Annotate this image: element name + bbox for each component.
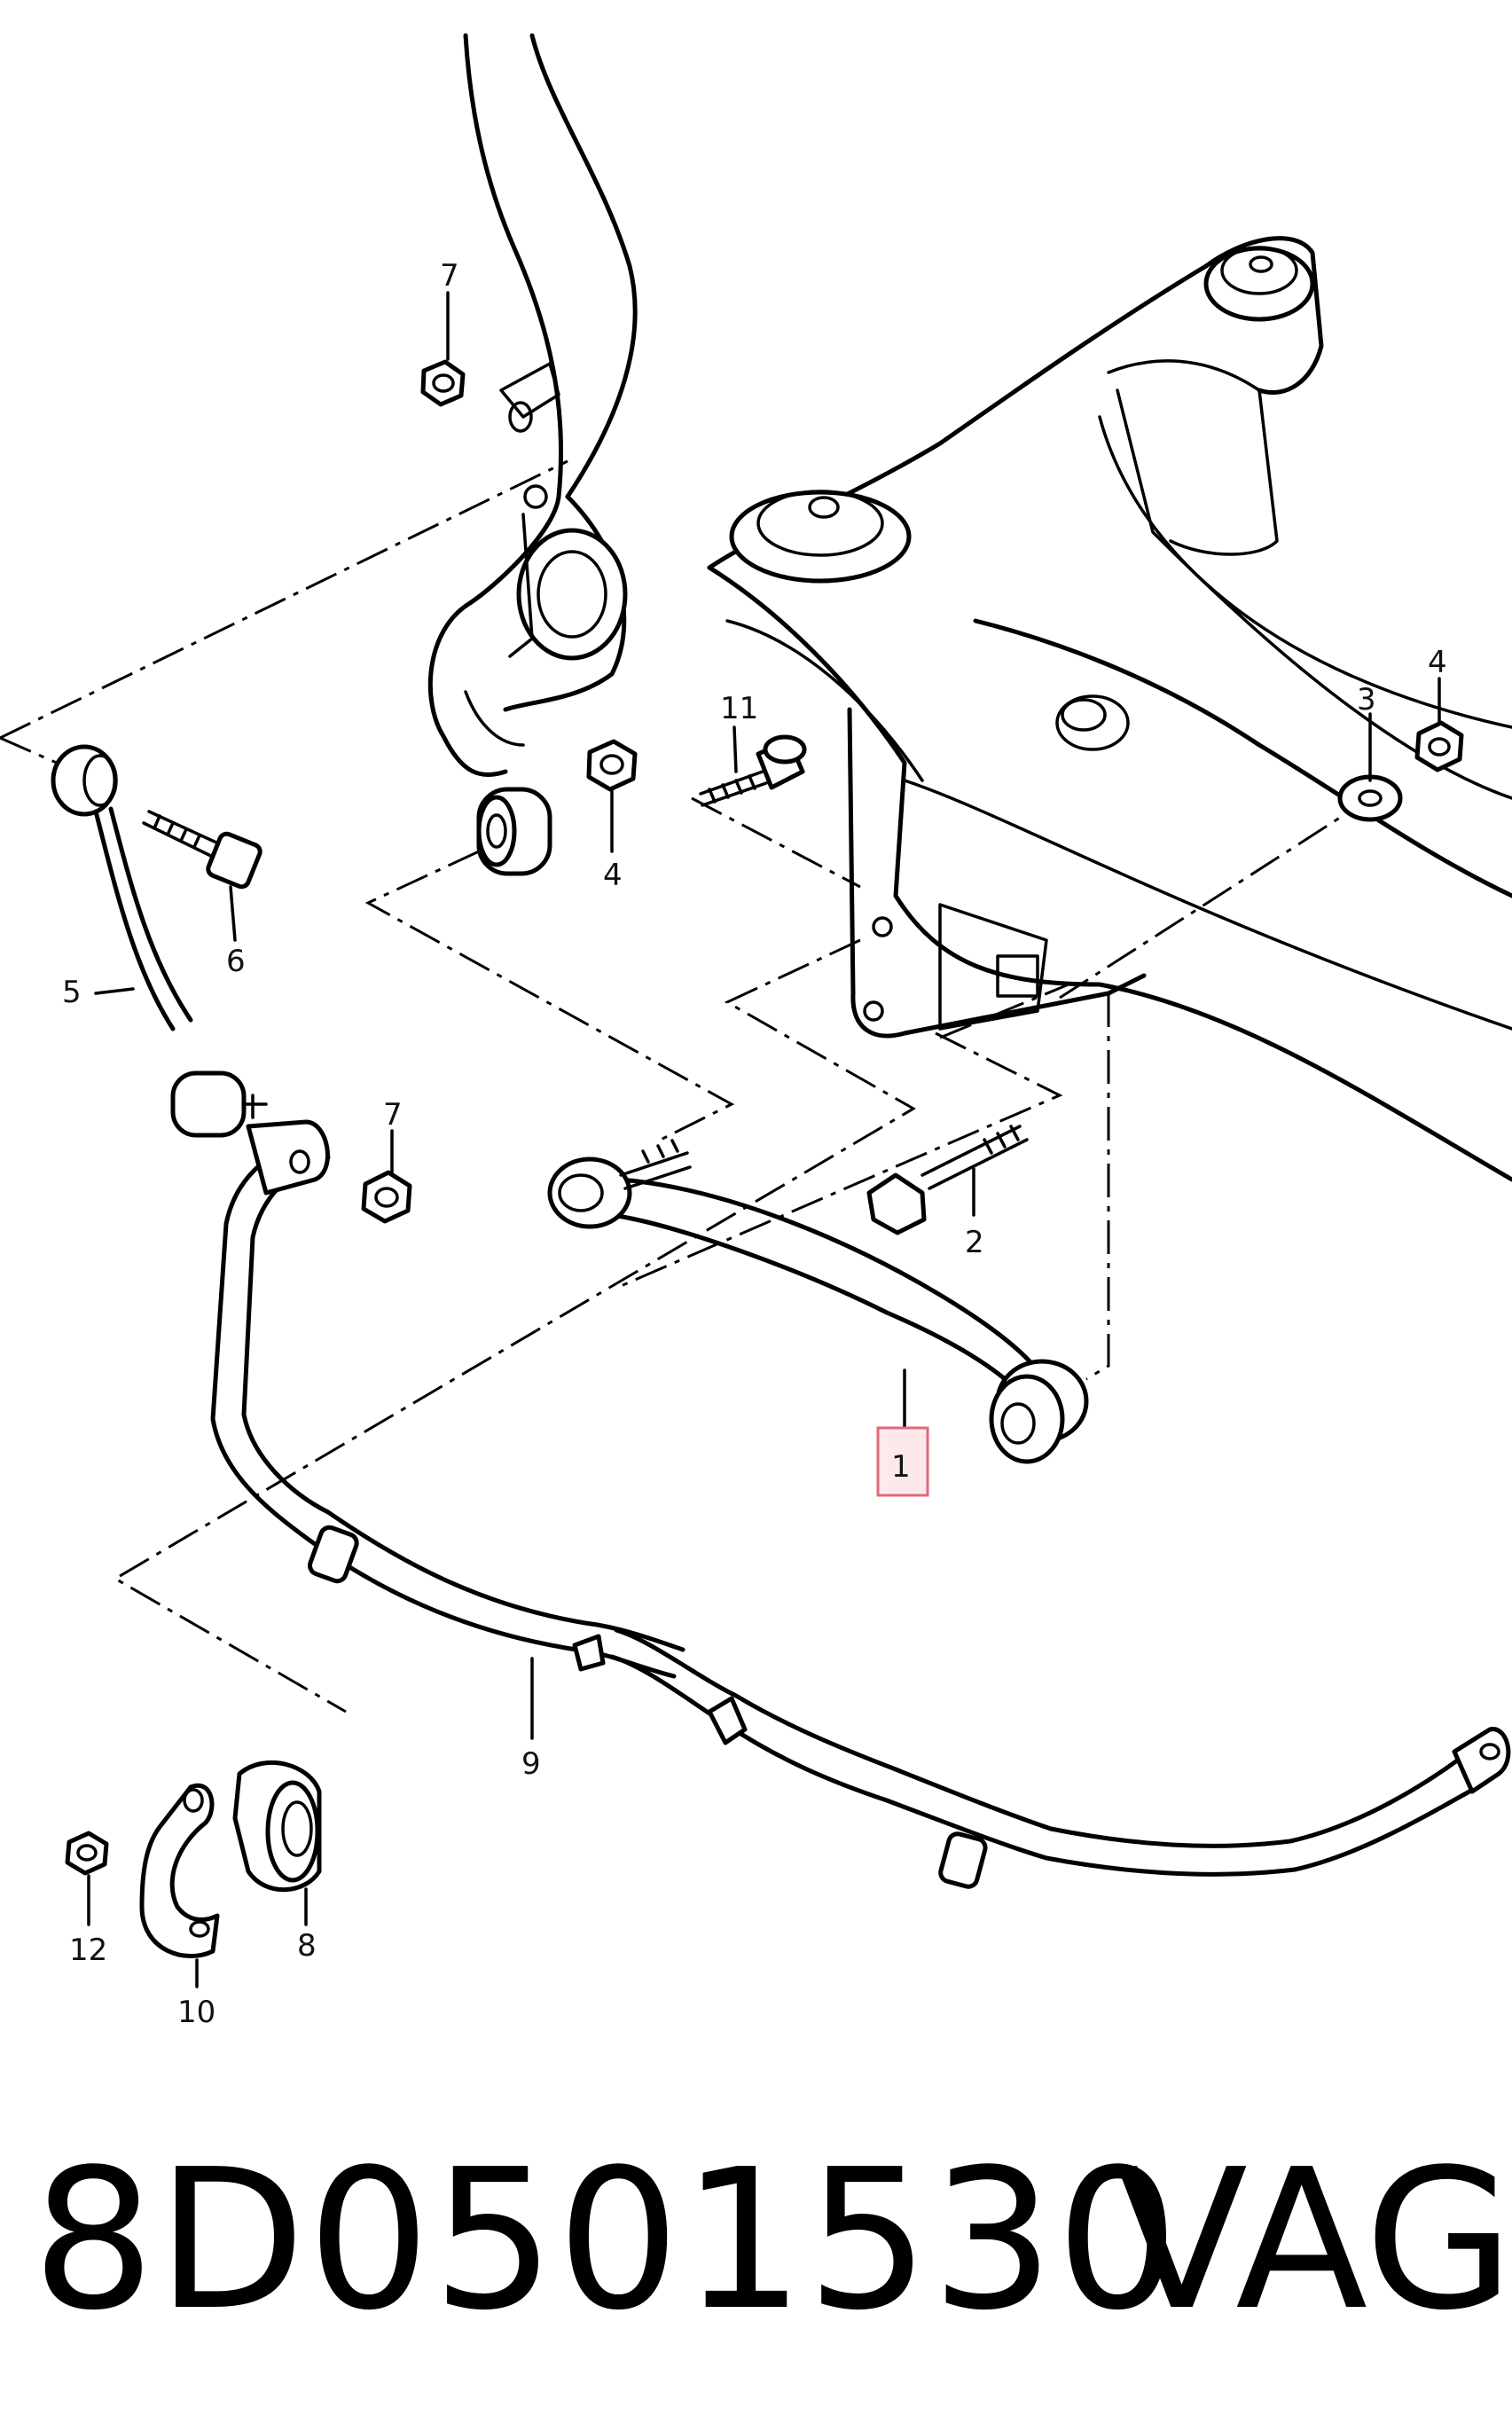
callout-3: 3 [1357, 682, 1376, 717]
bolt-11 [699, 734, 807, 807]
callout-4-left: 4 [603, 858, 623, 893]
part-number: 8D0501530 [32, 2129, 1181, 2353]
callout-9: 9 [521, 1746, 541, 1782]
callout-4-right: 4 [1428, 645, 1447, 680]
callout-7-lower: 7 [383, 1097, 403, 1133]
bolt-2 [866, 1125, 1029, 1235]
nut-7-top [420, 359, 466, 407]
axle-subframe [707, 236, 1512, 1182]
callout-7-top: 7 [440, 258, 459, 294]
rubber-bushing-8 [232, 1760, 322, 1893]
nut-7-lower [361, 1170, 412, 1224]
brand-label: VAG [1116, 2129, 1512, 2353]
callout-12: 12 [69, 1933, 107, 1968]
control-arm-1 [547, 1139, 1089, 1464]
washer-3 [1337, 774, 1403, 822]
leader-lines [0, 459, 1371, 1713]
callout-6: 6 [226, 944, 246, 979]
callout-11: 11 [720, 691, 758, 726]
bolt-6 [142, 810, 262, 890]
steering-knuckle [427, 33, 638, 876]
nut-12 [65, 1831, 109, 1876]
callout-1: 1 [891, 1449, 911, 1485]
callout-2: 2 [965, 1225, 984, 1260]
callouts: 1 2 3 4 4 5 6 7 7 8 9 10 11 12 [62, 258, 1447, 2030]
nut-4-right [1414, 720, 1464, 772]
callout-8: 8 [297, 1928, 317, 1964]
callout-leaders [87, 291, 1441, 1988]
callout-10: 10 [177, 1995, 215, 2030]
stabilizer-link [51, 744, 268, 1138]
clamp-bracket-10 [139, 1783, 220, 1959]
callout-5: 5 [62, 975, 82, 1010]
callout-1-highlight [876, 1426, 929, 1497]
stabilizer-bar-9 [210, 1119, 1511, 1889]
nut-4-left [586, 739, 638, 792]
